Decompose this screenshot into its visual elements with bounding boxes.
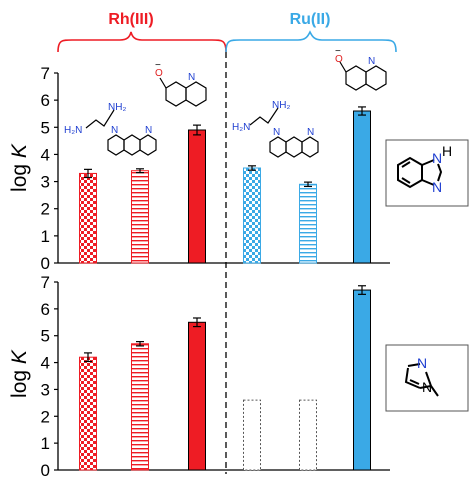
benzimidazole-inset-box (385, 139, 469, 207)
methylimidazole-structure (404, 363, 439, 397)
bottom-bar (243, 399, 261, 471)
methylimidazole-n3: N (417, 355, 427, 371)
hq-n-rh: N (188, 72, 195, 83)
bottom-y-tick-label: 3 (41, 380, 50, 399)
top-y-tick-label: 2 (41, 200, 50, 219)
top-y-tick-label: 4 (41, 145, 50, 164)
bottom-y-tick-label: 1 (41, 434, 50, 453)
en-nh2-right-ru: NH₂ (272, 100, 290, 111)
bottom-y-tick-label: 7 (41, 273, 50, 292)
en-nh2-left-ru: H₂N (232, 122, 250, 133)
top-y-tick-label: 6 (41, 91, 50, 110)
hq-minus-rh: − (155, 60, 161, 71)
bottom-y-tick-label: 4 (41, 354, 50, 373)
benzimidazole-nh-h: H (442, 143, 452, 159)
en-nh2-left-rh: H₂N (64, 125, 82, 136)
hq-o-ru: O (335, 54, 343, 65)
benzimidazole-structure (397, 156, 443, 189)
phen-n2-ru: N (307, 127, 314, 138)
hq-minus-ru: − (335, 46, 341, 57)
top-bar (353, 110, 371, 264)
bottom-y-tick-label: 5 (41, 327, 50, 346)
top-y-tick-label: 3 (41, 173, 50, 192)
hq-n-ru: N (368, 56, 375, 67)
benzimidazole-n: N (432, 179, 442, 195)
bottom-bar (131, 343, 149, 471)
hydroxyquinolinate-structure-rh (159, 77, 207, 107)
phenanthroline-structure-ru (269, 136, 319, 158)
bottom-panel: 0 1 2 3 4 5 6 7 (41, 273, 390, 477)
top-y-tick-label: 1 (41, 227, 50, 246)
phenanthroline-structure-rh (107, 134, 157, 156)
rh-brace (57, 31, 227, 53)
top-y-axis-label: log K (8, 143, 31, 192)
ethylenediamine-structure-ru (249, 107, 279, 126)
phen-n1-ru: N (273, 127, 280, 138)
bottom-bar (299, 399, 317, 471)
ru-group-label: Ru(II) (290, 11, 331, 28)
top-bar (243, 167, 261, 264)
methylimidazole-inset-box (385, 344, 469, 412)
top-y-tick-label: 0 (41, 254, 50, 273)
top-bar (188, 129, 206, 264)
ethylenediamine-structure-rh (85, 109, 115, 129)
ru-brace (225, 30, 397, 53)
bottom-bar (353, 289, 371, 471)
bottom-y-tick-label: 2 (41, 407, 50, 426)
hydroxyquinolinate-structure-ru (339, 61, 387, 91)
bottom-y-tick-label: 6 (41, 300, 50, 319)
top-bar (79, 172, 97, 264)
top-bar (299, 183, 317, 264)
phen-n1-rh: N (111, 125, 118, 136)
en-nh2-right-rh: NH₂ (108, 102, 126, 113)
top-y-tick-label: 5 (41, 118, 50, 137)
hq-o-rh: O (155, 68, 163, 79)
bottom-bar (79, 356, 97, 471)
rh-group-label: Rh(III) (108, 11, 153, 28)
benzimidazole-nh-n: N (432, 150, 442, 166)
methylimidazole-n1: N (422, 379, 432, 395)
top-panel: 0 1 2 3 4 5 6 7 (41, 64, 390, 273)
bottom-y-axis-label: log K (8, 349, 31, 398)
bottom-y-tick-label: 0 (41, 461, 50, 477)
phen-n2-rh: N (145, 125, 152, 136)
bottom-bar (188, 321, 206, 471)
top-y-tick-label: 7 (41, 64, 50, 83)
top-bar (131, 170, 149, 264)
